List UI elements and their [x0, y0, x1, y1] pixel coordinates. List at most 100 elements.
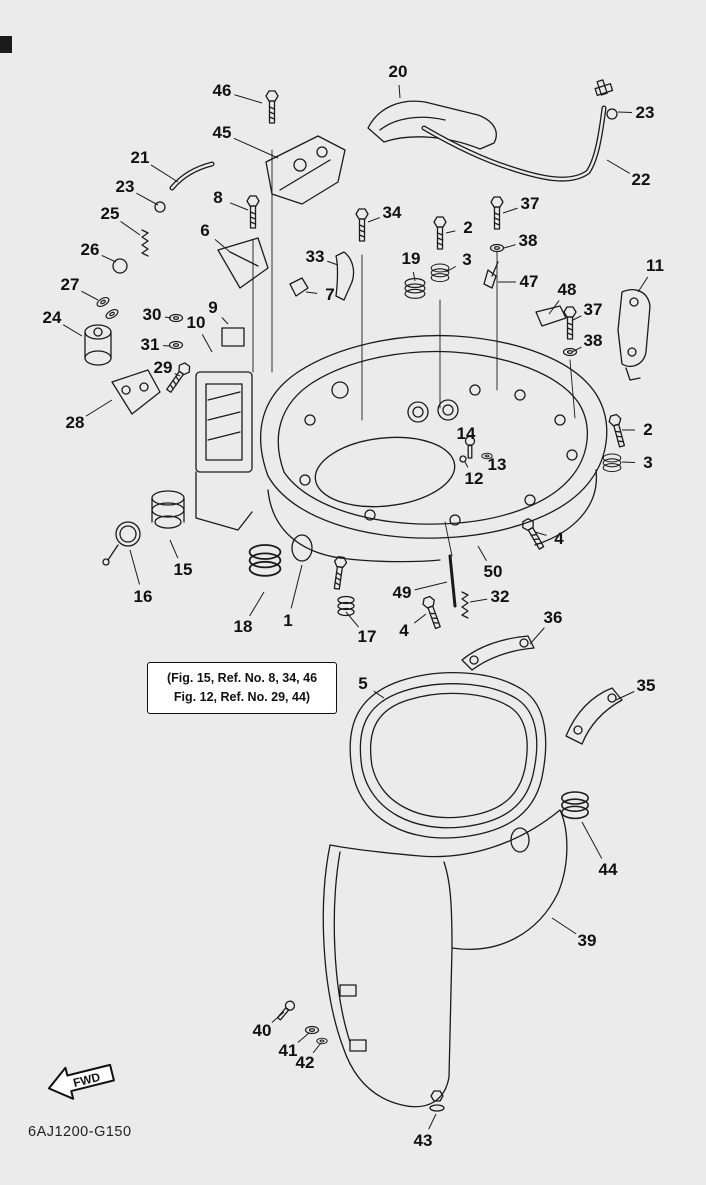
side-cowl	[322, 809, 568, 1108]
leader-lines	[62, 84, 649, 1130]
callout-38: 38	[583, 331, 603, 350]
callout-24: 24	[42, 308, 62, 327]
edge-mark	[0, 36, 12, 53]
screw-12	[459, 455, 467, 463]
bolt-34	[355, 208, 369, 242]
bracket-36	[461, 635, 535, 671]
diagram-code: 6AJ1200-G150	[28, 1124, 132, 1140]
callout-4: 4	[554, 529, 564, 548]
handle-bracket	[367, 100, 497, 150]
stud-49	[448, 554, 457, 608]
callout-37: 37	[583, 300, 603, 319]
callout-29: 29	[153, 358, 173, 377]
callout-45: 45	[212, 123, 232, 142]
fwd-arrow: FWD	[41, 1052, 125, 1117]
callout-2: 2	[463, 218, 473, 237]
grommet-3	[430, 263, 450, 283]
spring-glyph	[141, 229, 149, 257]
rubber-mount	[84, 324, 112, 366]
callout-34: 34	[382, 203, 402, 222]
callout-4: 4	[399, 621, 409, 640]
apron-gasket	[349, 672, 547, 839]
mount-plate	[111, 369, 161, 415]
bracket-6	[217, 237, 269, 289]
callout-17: 17	[357, 627, 377, 646]
drawing-root	[84, 79, 651, 1112]
washer-27a	[94, 295, 112, 309]
callout-11: 11	[646, 256, 664, 275]
callout-39: 39	[577, 931, 597, 950]
grommet-15	[151, 490, 185, 529]
washer-31	[168, 340, 184, 350]
callout-50: 50	[483, 562, 503, 581]
washer-42	[316, 1037, 328, 1045]
grommet-18	[248, 544, 282, 577]
fwd-arrow-shape	[47, 1063, 115, 1100]
callout-8: 8	[213, 188, 223, 207]
callout-12: 12	[464, 469, 484, 488]
washer-41	[304, 1025, 320, 1035]
callout-44: 44	[598, 860, 618, 879]
fwd-arrow-label: FWD	[72, 1070, 102, 1090]
screw-40	[274, 998, 297, 1023]
callout-35: 35	[636, 676, 656, 695]
bolt-8	[246, 195, 260, 229]
callout-21: 21	[130, 148, 150, 167]
callout-14: 14	[456, 424, 476, 443]
callout-1: 1	[283, 611, 293, 630]
fuel-hose	[421, 79, 618, 182]
washer-30	[168, 313, 184, 323]
bolt-37r	[563, 306, 577, 340]
callout-16: 16	[133, 587, 153, 606]
left-hose	[154, 161, 215, 213]
bolt-2	[433, 216, 447, 250]
bracket-45	[265, 135, 346, 205]
callout-3: 3	[462, 250, 472, 269]
washer-38r	[562, 347, 578, 357]
callout-32: 32	[490, 587, 510, 606]
callout-3: 3	[643, 453, 653, 472]
callout-27: 27	[60, 275, 80, 294]
reference-note-line2: Fig. 12, Ref. No. 29, 44)	[173, 689, 311, 704]
bottom-cowling	[260, 334, 608, 563]
callout-36: 36	[543, 608, 563, 627]
nut-43	[429, 1090, 445, 1112]
washer-26	[112, 258, 128, 274]
plate-48	[535, 305, 567, 327]
callout-13: 13	[487, 455, 507, 474]
clip-7	[289, 277, 309, 297]
callout-31: 31	[140, 335, 160, 354]
reference-note: (Fig. 15, Ref. No. 8, 34, 46 Fig. 12, Re…	[147, 662, 337, 714]
grommet-19	[404, 277, 426, 299]
callout-19: 19	[401, 249, 421, 268]
callout-7: 7	[325, 285, 335, 304]
callout-30: 30	[142, 305, 162, 324]
alignment-lines	[252, 149, 576, 557]
callout-18: 18	[233, 617, 253, 636]
callout-15: 15	[173, 560, 193, 579]
callout-42: 42	[295, 1053, 315, 1072]
callout-49: 49	[392, 583, 412, 602]
bolt-17	[330, 555, 355, 617]
callout-38: 38	[518, 231, 538, 250]
clamp-16	[102, 521, 141, 566]
washer-38	[489, 243, 505, 253]
grommet-3r	[602, 453, 622, 473]
callout-10: 10	[186, 313, 206, 332]
reference-note-line1: (Fig. 15, Ref. No. 8, 34, 46	[166, 671, 318, 685]
callout-41: 41	[278, 1041, 298, 1060]
bolt-37	[490, 196, 504, 230]
clip-47	[483, 261, 499, 289]
bolt-46	[265, 90, 279, 124]
callout-48: 48	[557, 280, 577, 299]
latch-11	[617, 289, 651, 381]
bolt-4l	[420, 594, 445, 631]
electrical-bracket	[195, 327, 253, 531]
callout-5: 5	[358, 674, 368, 693]
callout-28: 28	[65, 413, 85, 432]
callout-37: 37	[520, 194, 540, 213]
spring-32	[461, 591, 469, 619]
bolt-2r	[607, 413, 629, 449]
callout-33: 33	[305, 247, 325, 266]
